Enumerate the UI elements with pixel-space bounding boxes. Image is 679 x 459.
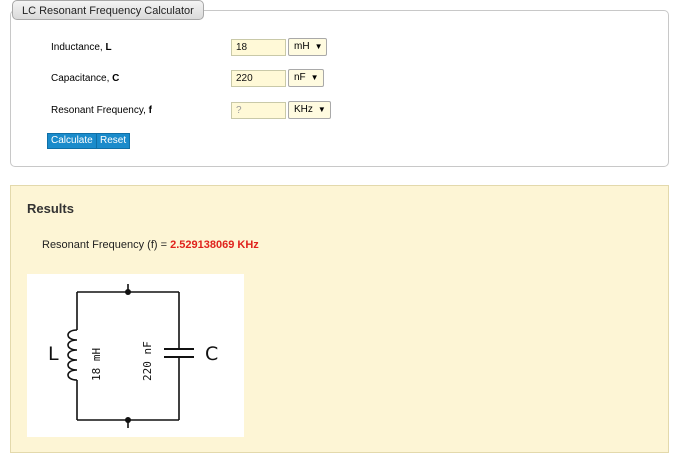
bottom-junction-dot [125,417,131,423]
capacitor-label: C [205,343,218,365]
result-line: Resonant Frequency (f) = 2.529138069 KHz [42,239,259,251]
dropdown-arrow-icon: ▼ [314,42,323,51]
inductor-label: L [48,343,59,365]
reset-button[interactable]: Reset [96,133,131,149]
inductance-label: Inductance, L [51,42,112,53]
capacitance-input[interactable] [231,70,286,87]
results-title: Results [27,201,74,216]
lc-circuit-diagram: L 18 mH 220 nF C [27,274,244,437]
inductance-unit-select[interactable]: mH▼ [288,38,328,56]
inductance-input[interactable] [231,39,286,56]
calculator-title-tab: LC Resonant Frequency Calculator [12,0,204,20]
capacitance-unit-select[interactable]: nF▼ [288,69,324,87]
calculate-button[interactable]: Calculate [47,133,97,149]
inductor-value-label: 18 mH [90,348,103,381]
frequency-unit-select[interactable]: KHz▼ [288,101,331,119]
result-value: 2.529138069 KHz [170,239,259,251]
dropdown-arrow-icon: ▼ [310,73,319,82]
frequency-label: Resonant Frequency, f [51,105,152,116]
top-junction-dot [125,289,131,295]
inductor-coil [67,329,78,381]
dropdown-arrow-icon: ▼ [317,105,326,114]
frequency-input[interactable] [231,102,286,119]
circuit-svg: L 18 mH 220 nF C [48,284,218,428]
capacitance-label: Capacitance, C [51,73,120,84]
capacitor-value-label: 220 nF [141,341,154,381]
